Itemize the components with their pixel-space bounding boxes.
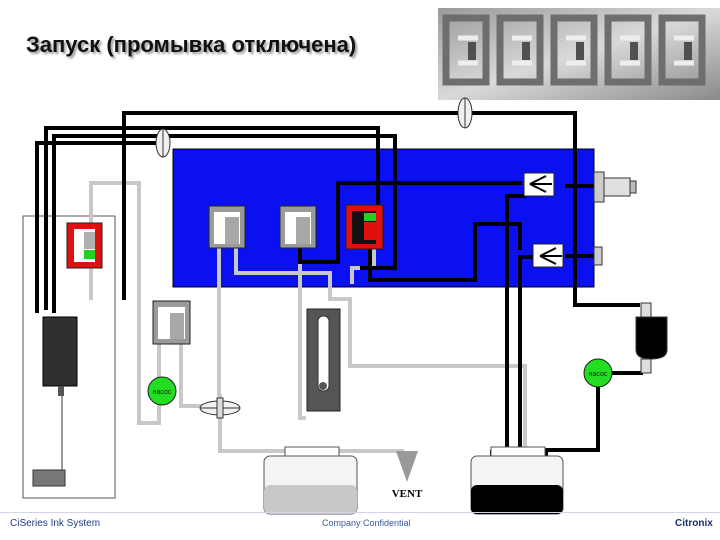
filter-lower [199,397,241,419]
black-tube-4 [52,134,397,313]
gray-tube-2 [217,243,404,453]
filter-upper-right [457,97,473,129]
lower-left-valve [152,300,191,345]
vent-funnel [396,451,418,482]
gray-tube-1 [89,181,161,425]
filter-upper-left [155,128,171,158]
ink-cartridge [635,302,668,374]
manifold-valve-1 [208,205,246,249]
black-tube-6 [368,222,522,282]
piston-cylinder [42,316,78,387]
viscometer [306,308,341,412]
float-sensor [32,469,66,487]
manifold-valve-2 [279,205,317,249]
check-valve-upper [523,172,555,197]
black-tube-3 [122,111,640,307]
gray-tube-3 [234,243,527,451]
ink-tank [470,446,564,515]
pump-right-label: насос [589,371,608,378]
gray-tube-4 [298,243,306,420]
slide-title: Запуск (промывка отключена) [26,32,357,57]
black-tube-1 [44,126,380,310]
gray-tube-5 [179,338,218,408]
left-red-valve [66,222,103,269]
pump-right: насос [583,358,613,388]
manifold-red-valve [345,204,384,250]
footer-confidential: Company Confidential [322,518,411,528]
footer-company: Citronix [675,518,713,529]
footer-product: CiSeries Ink System [10,518,101,529]
return-connector [593,246,603,266]
check-valve-lower [532,243,564,268]
pump-left-label: насос [153,389,172,396]
left-panel-frame [22,215,116,499]
black-tube-5 [298,181,522,264]
citronix-logo-banner [438,8,720,100]
black-tube-2 [35,141,160,313]
printhead-connector [593,171,637,203]
black-tube-7 [505,194,526,450]
makeup-tank [263,446,358,515]
piston-rod [58,386,64,396]
footer-divider [0,512,720,513]
pump-left: насос [147,376,177,406]
vent-label: VENT [392,488,423,500]
